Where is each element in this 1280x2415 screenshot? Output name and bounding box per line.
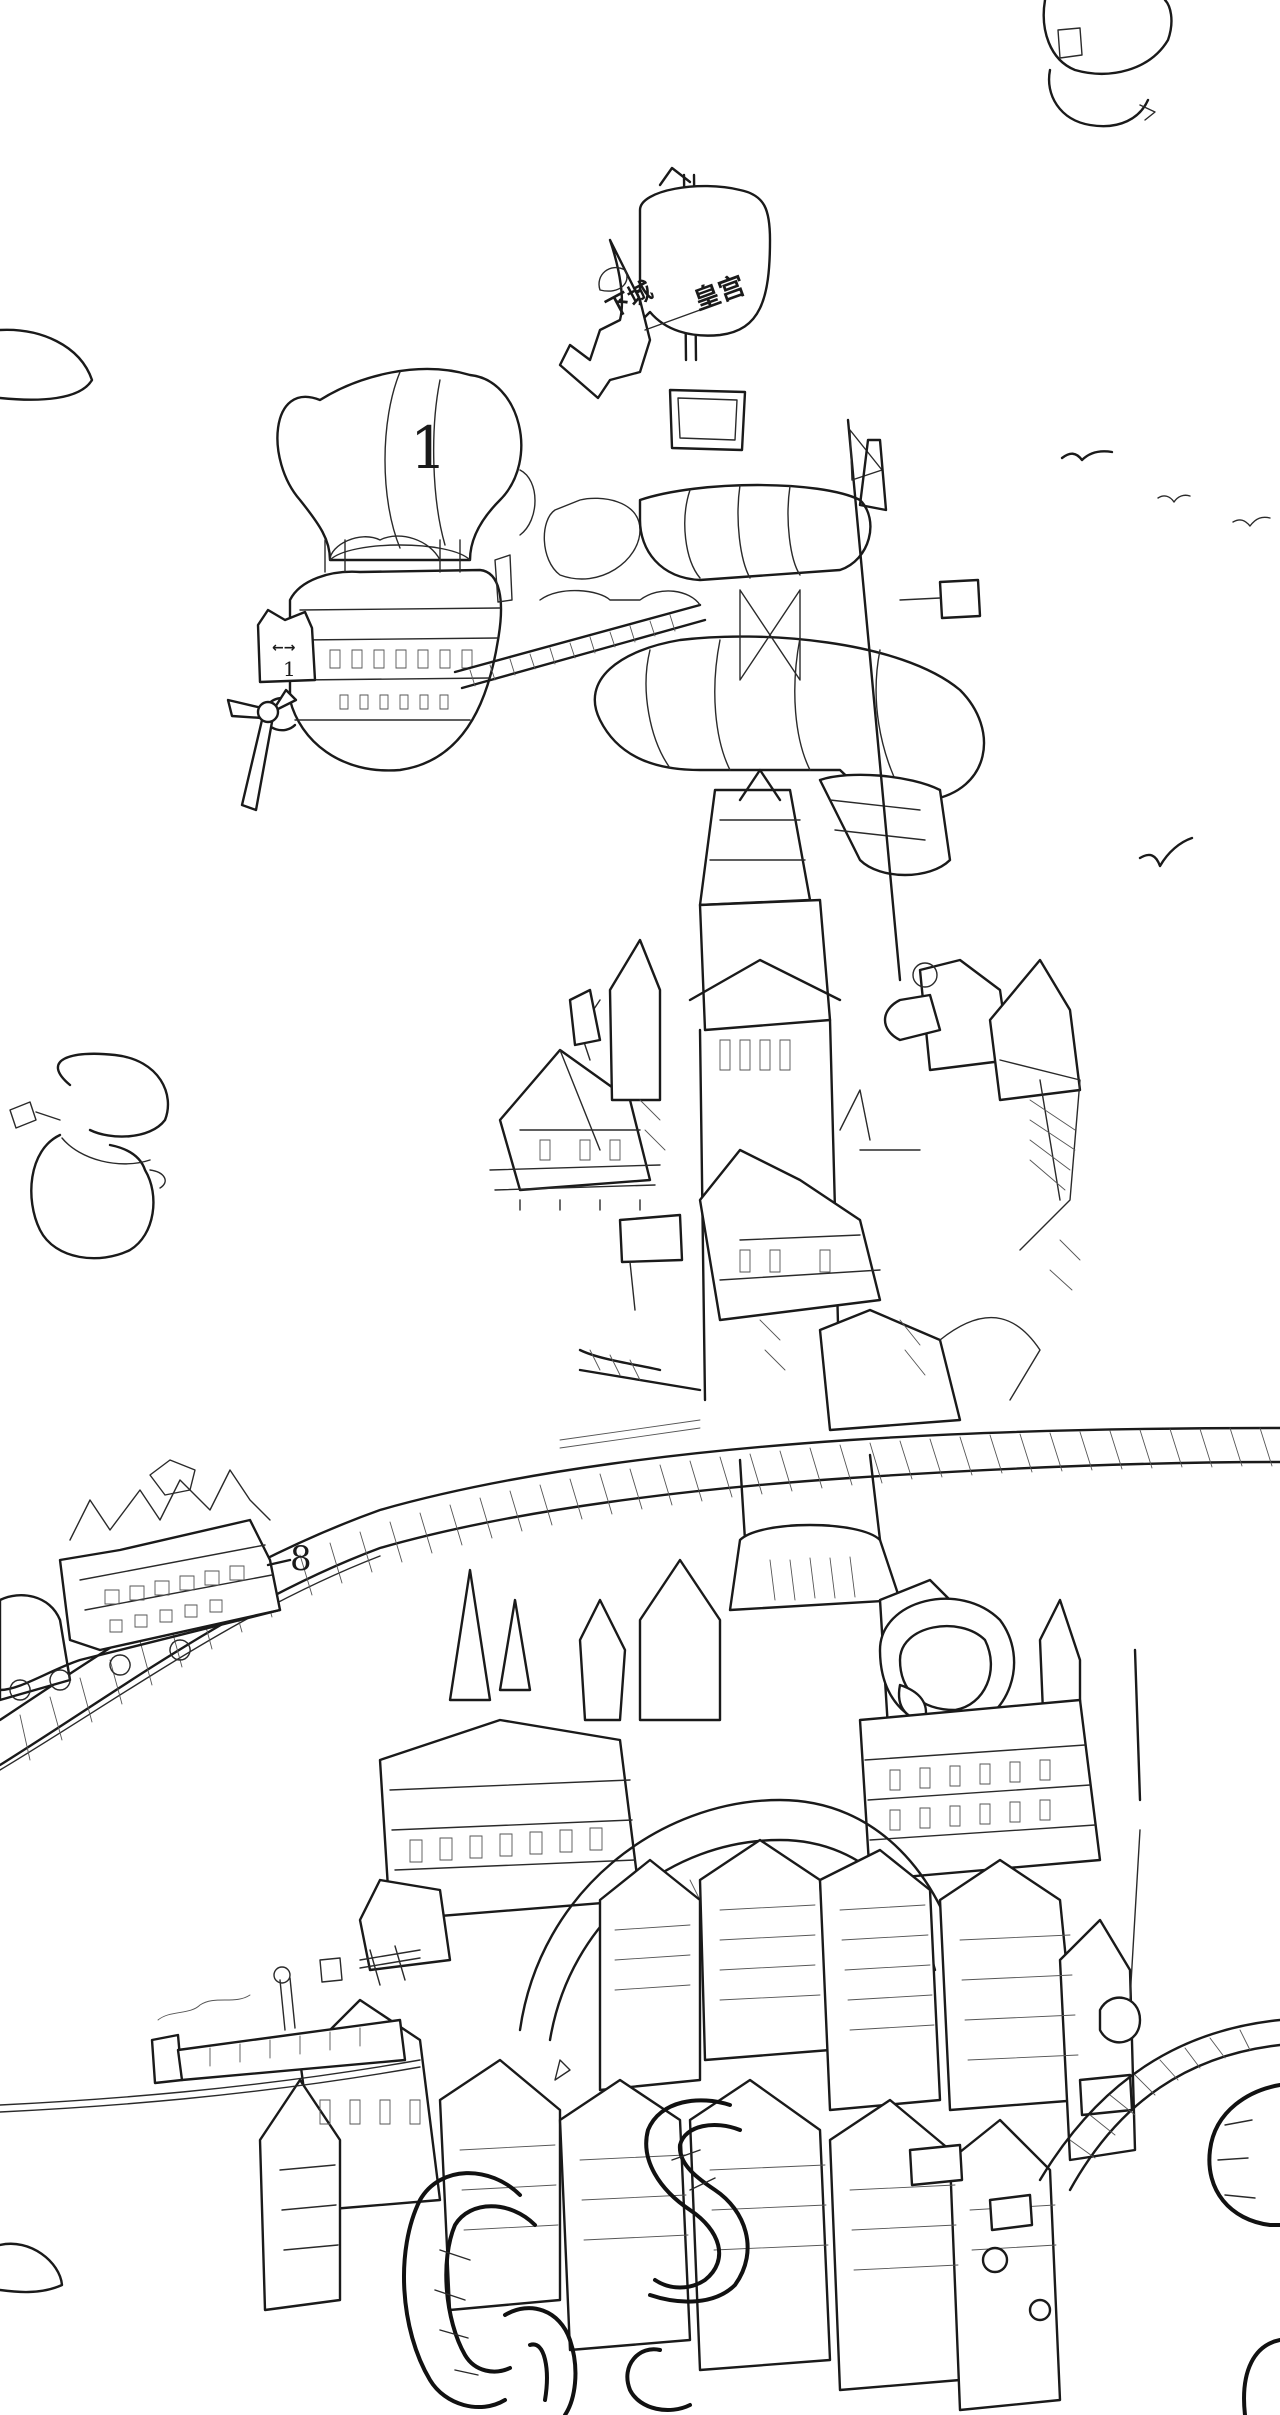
airship-tag-number: 1 [283, 657, 296, 681]
airship-windows [329, 649, 473, 710]
tower-flags [846, 418, 982, 982]
signpost: 下城 皇宫 [558, 166, 772, 452]
slide-tubes [593, 483, 986, 877]
castle-windows-right [889, 1759, 1051, 1831]
giant-letter-s [644, 2098, 750, 2304]
train-upper: 8 [0, 1459, 312, 1702]
lower-right-bridge [1038, 1829, 1280, 2192]
castle-windows-left [409, 1827, 603, 1863]
balloon-number: 1 [410, 414, 447, 482]
airship-1: 1 ←→ 1 [226, 367, 536, 812]
birds [1060, 450, 1271, 868]
train-lower [0, 1945, 421, 2113]
giant-letter-right [1207, 2083, 1280, 2415]
gangway [453, 497, 707, 690]
airship-tag-arrow: ←→ [272, 640, 296, 656]
upper-tower [489, 768, 1082, 1432]
train-coupling-number: 8 [290, 1539, 312, 1579]
giant-letter-bottom [503, 2306, 692, 2415]
cloud-left-top [0, 328, 94, 401]
bridge-slats [19, 1427, 1273, 1761]
giant-letter-c [401, 2171, 537, 2410]
small-airship-left [9, 1052, 170, 1260]
small-airship-top-right [1042, 0, 1173, 128]
hatching [559, 1099, 1081, 1601]
lower-castle [258, 1453, 1142, 2412]
cloud-left-bottom [0, 2242, 64, 2294]
